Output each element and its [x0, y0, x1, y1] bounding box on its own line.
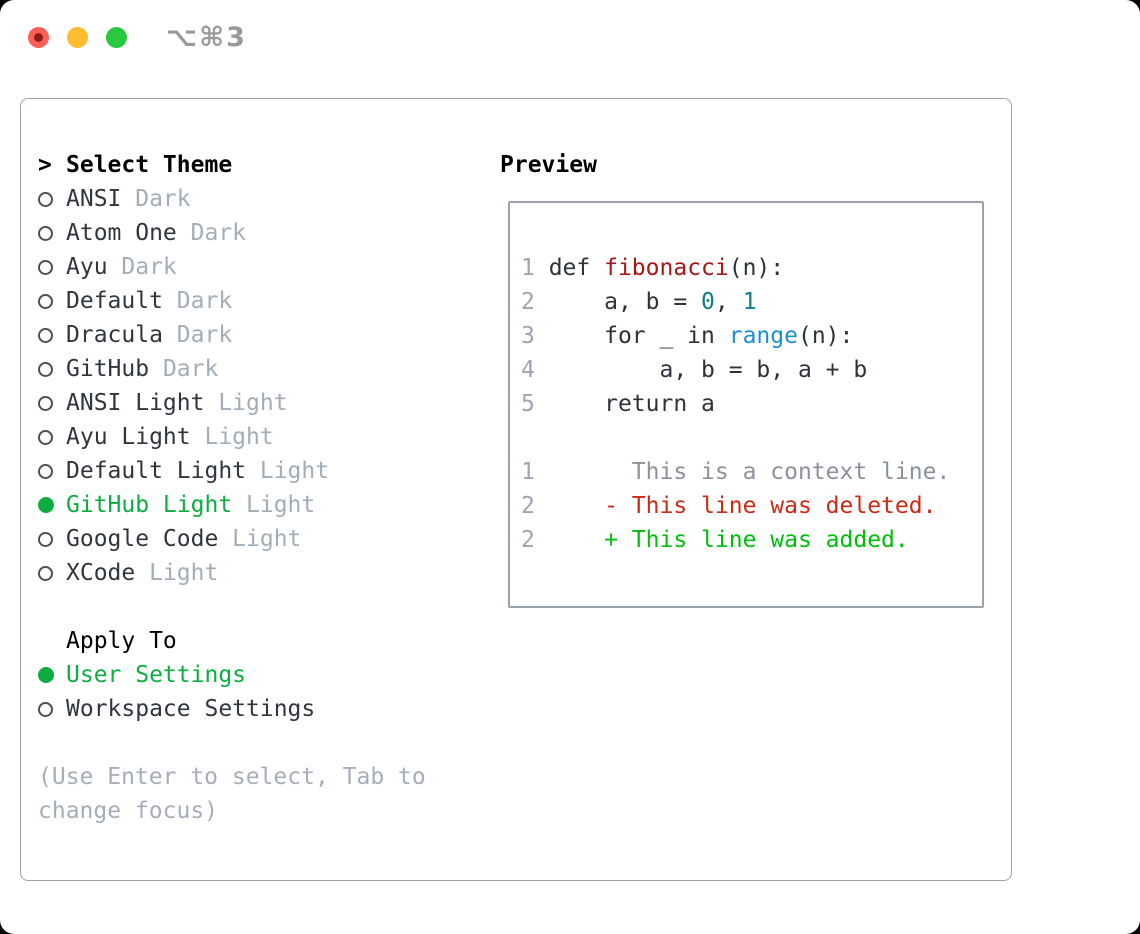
- zoom-button[interactable]: [106, 27, 127, 48]
- theme-variant: Light: [149, 560, 219, 586]
- titlebar: ⌥⌘3: [0, 0, 1140, 74]
- hint-line-1: (Use Enter to select, Tab to: [38, 764, 426, 790]
- theme-label: ANSI: [66, 186, 122, 212]
- radio-icon: [38, 225, 53, 241]
- theme-label: XCode: [66, 560, 136, 586]
- apply-to-section: Apply To User Settings Workspace Setting…: [38, 624, 315, 726]
- diff-added-line: 2 + This line was added.: [521, 527, 909, 553]
- radio-icon: [38, 463, 53, 479]
- radio-icon: [38, 701, 53, 717]
- theme-option-github-dark[interactable]: GitHub Dark: [38, 352, 329, 386]
- radio-selected-icon: [38, 497, 54, 513]
- preview-title: Preview: [500, 152, 597, 178]
- theme-variant: Dark: [176, 322, 233, 348]
- hint-line-2: change focus): [38, 798, 219, 824]
- theme-label: Ayu: [66, 254, 108, 280]
- code-line: 4 a, b = b, a + b: [521, 357, 868, 383]
- code-line: 3 for _ in range(n):: [521, 323, 854, 349]
- apply-to-title: Apply To: [66, 628, 177, 654]
- theme-label: Ayu Light: [66, 424, 191, 450]
- theme-label: ANSI Light: [66, 390, 205, 416]
- theme-option-xcode-light[interactable]: XCode Light: [38, 556, 329, 590]
- theme-option-default-dark[interactable]: Default Dark: [38, 284, 329, 318]
- apply-option-user-settings[interactable]: User Settings: [38, 658, 315, 692]
- blank-line: [521, 421, 982, 455]
- theme-label: Default Light: [66, 458, 247, 484]
- radio-icon: [38, 259, 53, 275]
- theme-option-github-light[interactable]: GitHub Light Light: [38, 488, 329, 522]
- preview-box: 1 def fibonacci(n): 2 a, b = 0, 1 3 for …: [508, 201, 984, 608]
- close-dot-icon: [34, 33, 43, 42]
- theme-option-ansi-dark[interactable]: ANSI Dark: [38, 182, 329, 216]
- theme-label: GitHub: [66, 356, 150, 382]
- window-shortcut-label: ⌥⌘3: [166, 22, 247, 53]
- radio-icon: [38, 429, 53, 445]
- radio-icon: [38, 395, 53, 411]
- code-line: 1 def fibonacci(n):: [521, 255, 785, 281]
- radio-selected-icon: [38, 667, 54, 683]
- theme-variant: Light: [246, 492, 316, 518]
- theme-option-default-light[interactable]: Default Light Light: [38, 454, 329, 488]
- theme-label: Atom One: [66, 220, 177, 246]
- code-line: 2 a, b = 0, 1: [521, 289, 757, 315]
- theme-label: Default: [66, 288, 163, 314]
- theme-label: Google Code: [66, 526, 219, 552]
- theme-menu-header: > Select Theme: [38, 148, 329, 182]
- minimize-button[interactable]: [67, 27, 88, 48]
- radio-icon: [38, 191, 53, 207]
- theme-option-dracula-dark[interactable]: Dracula Dark: [38, 318, 329, 352]
- theme-variant: Dark: [190, 220, 247, 246]
- apply-to-header: Apply To: [38, 624, 315, 658]
- theme-option-ayu-light[interactable]: Ayu Light Light: [38, 420, 329, 454]
- theme-variant: Light: [218, 390, 288, 416]
- apply-option-label: Workspace Settings: [66, 696, 316, 722]
- theme-variant: Light: [204, 424, 274, 450]
- keyboard-hint: (Use Enter to select, Tab to change focu…: [38, 760, 426, 828]
- apply-option-label: User Settings: [66, 662, 247, 688]
- cursor-icon: >: [38, 152, 52, 178]
- radio-icon: [38, 531, 53, 547]
- diff-context-line: 1 This is a context line.: [521, 459, 951, 485]
- theme-label: GitHub Light: [66, 492, 233, 518]
- theme-option-ansi-light[interactable]: ANSI Light Light: [38, 386, 329, 420]
- radio-icon: [38, 361, 53, 377]
- theme-variant: Dark: [135, 186, 191, 212]
- theme-variant: Dark: [121, 254, 177, 280]
- radio-icon: [38, 327, 53, 343]
- theme-option-ayu-dark[interactable]: Ayu Dark: [38, 250, 329, 284]
- theme-label: Dracula: [66, 322, 163, 348]
- code-line: 5 return a: [521, 391, 715, 417]
- theme-variant: Dark: [176, 288, 233, 314]
- theme-variant: Light: [259, 458, 330, 484]
- theme-option-google-code-light[interactable]: Google Code Light: [38, 522, 329, 556]
- theme-option-atom-one-dark[interactable]: Atom One Dark: [38, 216, 329, 250]
- radio-icon: [38, 565, 53, 581]
- theme-menu-title: Select Theme: [66, 152, 233, 178]
- theme-variant: Light: [232, 526, 302, 552]
- close-button[interactable]: [28, 27, 49, 48]
- radio-icon: [38, 293, 53, 309]
- apply-option-workspace-settings[interactable]: Workspace Settings: [38, 692, 315, 726]
- theme-variant: Dark: [162, 356, 219, 382]
- diff-deleted-line: 2 - This line was deleted.: [521, 493, 937, 519]
